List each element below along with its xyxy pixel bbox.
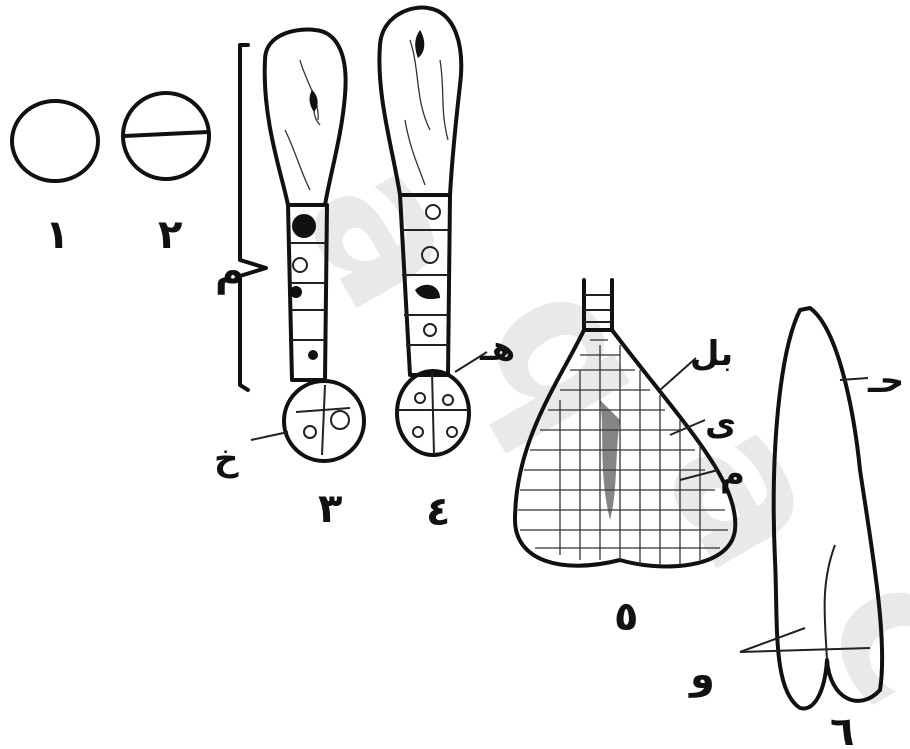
label-m: م (720, 454, 745, 494)
watermark: a q a c (261, 122, 910, 740)
label-h: هـ (479, 329, 515, 369)
label-stage-6: ٦ (830, 709, 854, 749)
label-w: و (688, 652, 715, 698)
stage-1-zygote (12, 101, 98, 181)
label-kh: خ (214, 439, 239, 479)
label-stage-4: ٤ (426, 489, 450, 535)
label-m-bracket: م (215, 249, 244, 295)
label-stage-2: ٢ (158, 212, 182, 258)
label-bl: بل (690, 334, 733, 374)
label-stage-1: ١ (45, 212, 69, 258)
stage-2-two-cell (123, 93, 209, 179)
label-stage-3: ٣ (318, 486, 342, 532)
bracket-m (240, 45, 266, 390)
label-stage-5: ٥ (614, 594, 638, 640)
label-ha: حـ (867, 361, 904, 401)
label-d: ى (705, 404, 736, 444)
